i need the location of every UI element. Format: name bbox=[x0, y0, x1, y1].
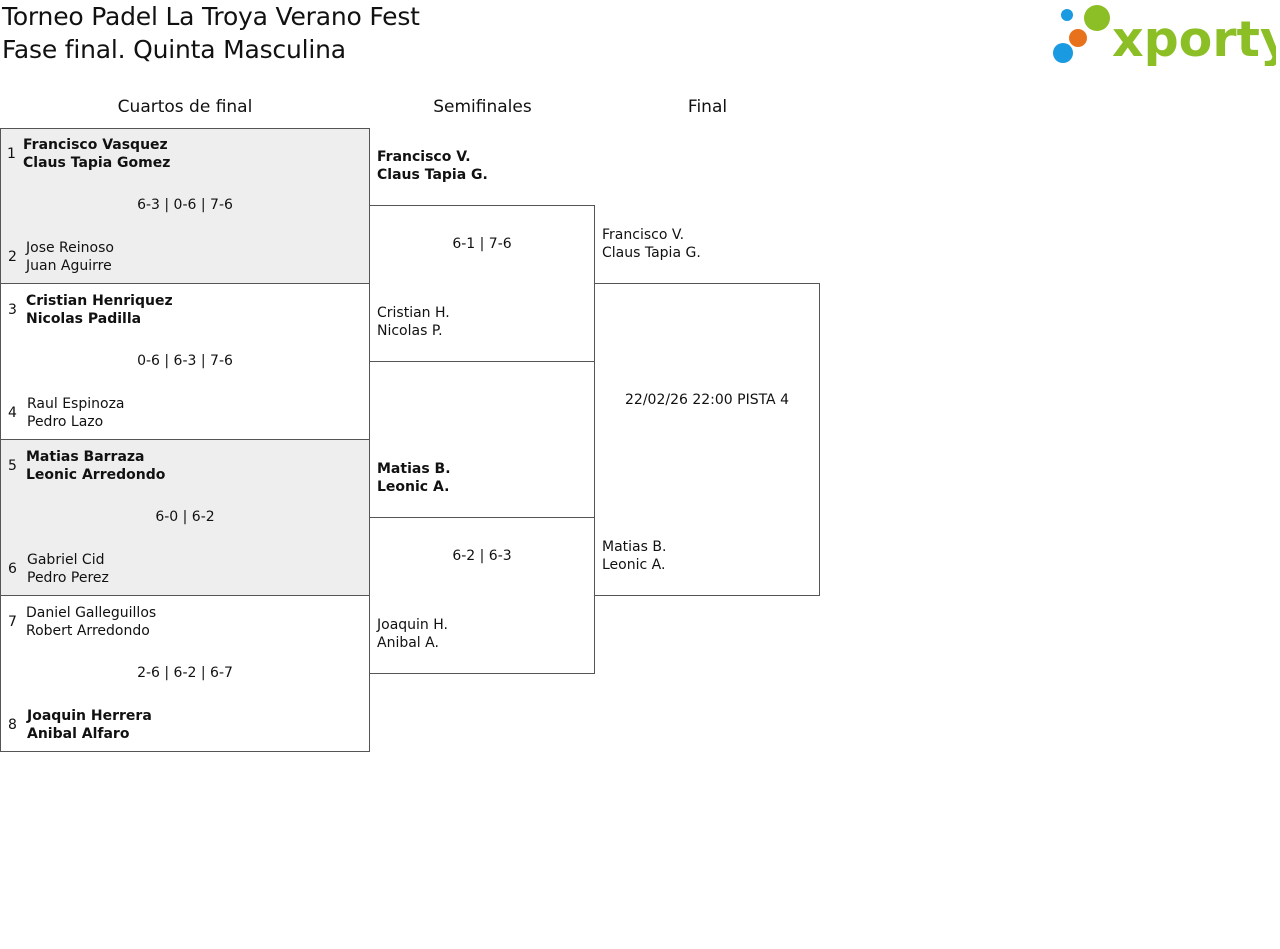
player-name: Matias B. bbox=[602, 539, 667, 555]
quarterfinal-match-1[interactable] bbox=[0, 128, 370, 284]
final-team-bottom[interactable]: Matias B. Leonic A. bbox=[602, 538, 666, 574]
phase-title: Fase final. Quinta Masculina bbox=[2, 35, 346, 64]
final-team-top[interactable]: Francisco V. Claus Tapia G. bbox=[602, 226, 701, 262]
seed-number: 6 bbox=[8, 561, 17, 577]
round-header-semifinals: Semifinales bbox=[433, 97, 532, 117]
match-score: 2-6 | 6-2 | 6-7 bbox=[137, 665, 233, 681]
player-name: Anibal A. bbox=[377, 635, 439, 651]
player-name: Daniel Galleguillos bbox=[26, 605, 157, 621]
player-name: Matias B. bbox=[377, 461, 451, 477]
player-name: Cristian Henriquez bbox=[26, 293, 173, 309]
match-score: 6-2 | 6-3 bbox=[452, 548, 512, 564]
player-name: Gabriel Cid bbox=[27, 552, 105, 568]
player-name: Cristian H. bbox=[377, 305, 450, 321]
player-name: Joaquin Herrera bbox=[27, 708, 152, 724]
player-name: Claus Tapia G. bbox=[377, 167, 488, 183]
seed-number: 4 bbox=[8, 405, 17, 421]
player-name: Juan Aguirre bbox=[26, 258, 112, 274]
team-8-names[interactable]: Joaquin Herrera Anibal Alfaro bbox=[27, 707, 152, 743]
player-name: Nicolas P. bbox=[377, 323, 443, 339]
player-name: Nicolas Padilla bbox=[26, 311, 142, 327]
semifinal-2-team-top[interactable]: Matias B. Leonic A. bbox=[377, 460, 451, 496]
player-name: Pedro Perez bbox=[27, 570, 109, 586]
player-name: Francisco V. bbox=[377, 149, 471, 165]
player-name: Matias Barraza bbox=[26, 449, 145, 465]
match-score: 6-3 | 0-6 | 7-6 bbox=[137, 197, 233, 213]
team-2-names[interactable]: Jose Reinoso Juan Aguirre bbox=[26, 239, 114, 275]
team-3-names[interactable]: Cristian Henriquez Nicolas Padilla bbox=[26, 292, 173, 328]
semifinal-1-team-top[interactable]: Francisco V. Claus Tapia G. bbox=[377, 148, 488, 184]
xporty-logo: xporty bbox=[1053, 5, 1276, 66]
player-name: Francisco Vasquez bbox=[23, 137, 168, 153]
team-7-names[interactable]: Daniel Galleguillos Robert Arredondo bbox=[26, 604, 156, 640]
round-header-final: Final bbox=[687, 97, 728, 117]
match-score: 6-1 | 7-6 bbox=[452, 236, 512, 252]
player-name: Leonic A. bbox=[377, 479, 450, 495]
team-4-names[interactable]: Raul Espinoza Pedro Lazo bbox=[27, 395, 125, 431]
seed-number: 5 bbox=[8, 458, 17, 474]
team-6-names[interactable]: Gabriel Cid Pedro Perez bbox=[27, 551, 109, 587]
semifinal-1-team-bottom[interactable]: Cristian H. Nicolas P. bbox=[377, 304, 450, 340]
match-score: 0-6 | 6-3 | 7-6 bbox=[137, 353, 233, 369]
player-name: Leonic Arredondo bbox=[26, 467, 166, 483]
quarterfinal-match-3[interactable] bbox=[0, 439, 370, 596]
player-name: Robert Arredondo bbox=[26, 623, 150, 639]
player-name: Pedro Lazo bbox=[27, 414, 104, 430]
player-name: Claus Tapia G. bbox=[602, 245, 701, 261]
player-name: Raul Espinoza bbox=[27, 396, 125, 412]
final-match[interactable] bbox=[594, 283, 820, 596]
player-name: Francisco V. bbox=[602, 227, 685, 243]
seed-number: 3 bbox=[8, 302, 17, 318]
seed-number: 1 bbox=[7, 146, 16, 162]
team-5-names[interactable]: Matias Barraza Leonic Arredondo bbox=[26, 448, 165, 484]
seed-number: 8 bbox=[8, 717, 17, 733]
player-name: Anibal Alfaro bbox=[27, 726, 130, 742]
match-score: 6-0 | 6-2 bbox=[155, 509, 215, 525]
player-name: Joaquin H. bbox=[377, 617, 448, 633]
player-name: Leonic A. bbox=[602, 557, 666, 573]
round-header-quarterfinals: Cuartos de final bbox=[117, 97, 253, 117]
semifinal-2-team-bottom[interactable]: Joaquin H. Anibal A. bbox=[377, 616, 448, 652]
team-1-names[interactable]: Francisco Vasquez Claus Tapia Gomez bbox=[23, 136, 170, 172]
seed-number: 2 bbox=[8, 249, 17, 265]
final-schedule: 22/02/26 22:00 PISTA 4 bbox=[625, 392, 789, 408]
seed-number: 7 bbox=[8, 614, 17, 630]
player-name: Claus Tapia Gomez bbox=[23, 155, 171, 171]
player-name: Jose Reinoso bbox=[26, 240, 114, 256]
svg-text:xporty: xporty bbox=[1112, 11, 1276, 66]
tournament-title: Torneo Padel La Troya Verano Fest bbox=[2, 2, 420, 31]
